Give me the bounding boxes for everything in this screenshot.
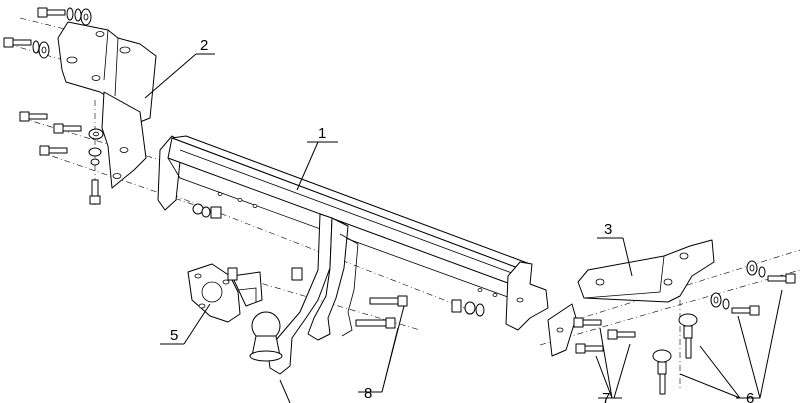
tow-ball-bolts [355, 295, 485, 329]
callout-labels: 1 2 3 5 6 7 8 [170, 37, 754, 403]
callout-7: 7 [602, 390, 610, 403]
left-fasteners [3, 7, 222, 219]
callout-2: 2 [200, 37, 208, 54]
right-fasteners [573, 260, 796, 395]
callout-8: 8 [364, 385, 372, 402]
right-mounting-bracket [547, 239, 715, 357]
callout-1: 1 [318, 125, 326, 142]
left-mounting-bracket [57, 21, 157, 189]
tow-neck-arm [249, 213, 359, 375]
main-crossbar [157, 135, 549, 331]
electrical-socket-plate [187, 263, 263, 323]
callout-6: 6 [746, 390, 754, 403]
callout-3: 3 [604, 221, 612, 238]
callout-leaders [144, 53, 783, 403]
callout-5: 5 [170, 327, 178, 344]
